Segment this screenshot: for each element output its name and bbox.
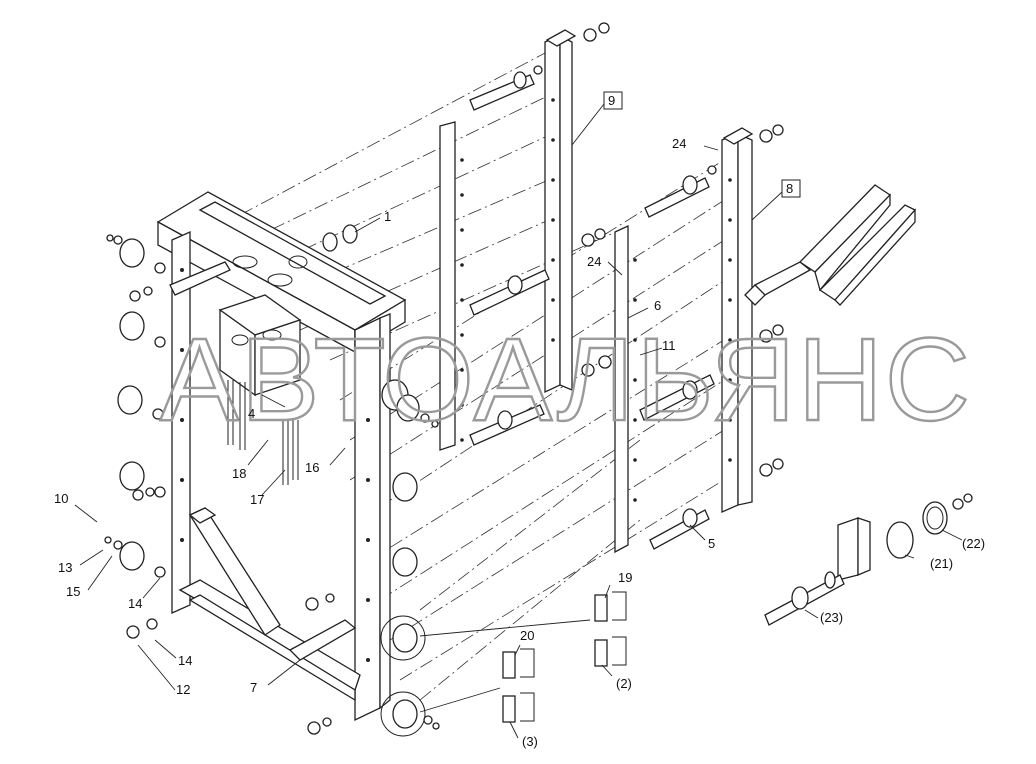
callout-3: (3): [522, 734, 538, 749]
leader-lines: [74, 103, 963, 739]
callout-4: 4: [248, 406, 255, 421]
callout-18: 18: [232, 466, 246, 481]
callout-labels: 1 4 5 6 7 8 9 10 11 12 13 14 14 15 16 17…: [54, 93, 985, 749]
callout-8: 8: [786, 181, 793, 196]
callout-22: (22): [962, 536, 985, 551]
callout-14-b: 14: [178, 653, 192, 668]
guide-rail-9: [439, 29, 577, 451]
callout-9: 9: [608, 93, 615, 108]
callout-2: (2): [616, 676, 632, 691]
callout-24-a: 24: [672, 136, 686, 151]
callout-14-a: 14: [128, 596, 142, 611]
main-frame: [156, 191, 407, 722]
frame-rollers: [305, 379, 440, 737]
callout-19: 19: [618, 570, 632, 585]
callout-10: 10: [54, 491, 68, 506]
bushings: [322, 224, 358, 252]
callout-23: (23): [820, 610, 843, 625]
shafts-right: [598, 124, 784, 550]
callout-box-8: [781, 179, 801, 198]
clips: [502, 591, 627, 723]
shafts-left: [469, 22, 610, 446]
callout-15: 15: [66, 584, 80, 599]
callout-11: 11: [662, 338, 676, 353]
callout-1: 1: [384, 209, 391, 224]
roller-kit: [764, 493, 973, 626]
guide-rail-8: [614, 127, 754, 554]
channel-bracket: [744, 184, 917, 306]
callout-17: 17: [250, 492, 264, 507]
callout-7: 7: [250, 680, 257, 695]
callout-5: 5: [708, 536, 715, 551]
left-rollers: [104, 234, 166, 639]
callout-20: 20: [520, 628, 534, 643]
bracket-assembly: [218, 294, 302, 485]
callout-24-b: 24: [587, 254, 601, 269]
callout-13: 13: [58, 560, 72, 575]
callout-6: 6: [654, 298, 661, 313]
callout-21: (21): [930, 556, 953, 571]
callout-box-9: [603, 91, 623, 110]
callout-16: 16: [305, 460, 319, 475]
callout-12: 12: [176, 682, 190, 697]
watermark-text: АВТОАЛЬЯНС: [160, 314, 972, 446]
